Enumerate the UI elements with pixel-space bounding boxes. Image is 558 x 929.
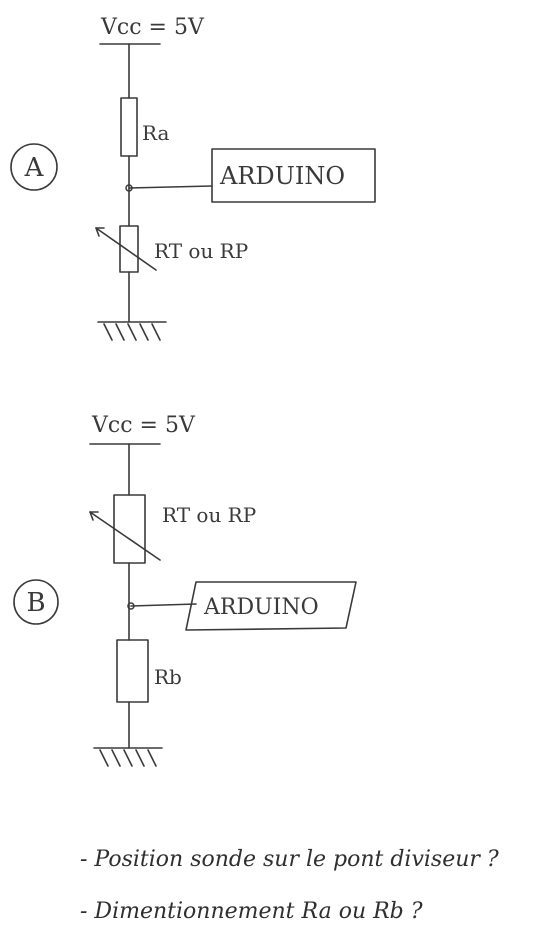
circuit-b-arduino-label: ARDUINO (203, 595, 319, 620)
note-sizing-resistor: - Dimentionnement Ra ou Rb ? (80, 899, 423, 924)
circuit-a-variable-arrow (95, 227, 157, 271)
circuit-b-vcc-label: Vcc = 5V (91, 413, 196, 438)
note-probe-position: - Position sonde sur le pont diviseur ? (80, 847, 499, 872)
circuit-b-rt-label: RT ou RP (162, 503, 256, 527)
circuit-a-ground-symbol (97, 321, 167, 341)
circuit-a-arduino-box (211, 148, 376, 203)
circuit-a: Vcc = 5V Ra ARDUINO RT ou RP A (10, 15, 376, 341)
circuit-b-label: B (26, 588, 45, 618)
circuit-b-resistor-variable (113, 494, 146, 564)
circuit-b-resistor-rb (116, 639, 149, 703)
circuit-b-ground-symbol (93, 747, 163, 767)
circuit-a-vcc-label: Vcc = 5V (100, 15, 205, 40)
circuit-a-resistor-variable (119, 225, 139, 273)
circuit-a-resistor-ra (120, 97, 138, 157)
circuit-a-rt-label: RT ou RP (154, 239, 248, 263)
circuit-a-arrow-head (95, 227, 105, 237)
circuit-b: Vcc = 5V RT ou RP ARDUINO Rb B (13, 413, 357, 767)
circuit-a-wire-arduino (128, 185, 213, 189)
circuit-b-arduino-box (185, 581, 357, 631)
circuit-a-label: A (24, 153, 45, 183)
circuit-b-wire-arduino (130, 603, 197, 607)
circuit-b-rb-label: Rb (154, 665, 182, 689)
circuit-b-variable-arrow (89, 511, 161, 561)
circuit-a-arduino-label: ARDUINO (219, 162, 345, 190)
circuit-a-label-circle (10, 143, 58, 191)
handwritten-notes: - Position sonde sur le pont diviseur ? … (80, 847, 499, 924)
circuit-b-label-circle (13, 579, 59, 625)
circuit-b-arrow-head (89, 511, 99, 521)
circuit-a-ra-label: Ra (142, 121, 170, 145)
